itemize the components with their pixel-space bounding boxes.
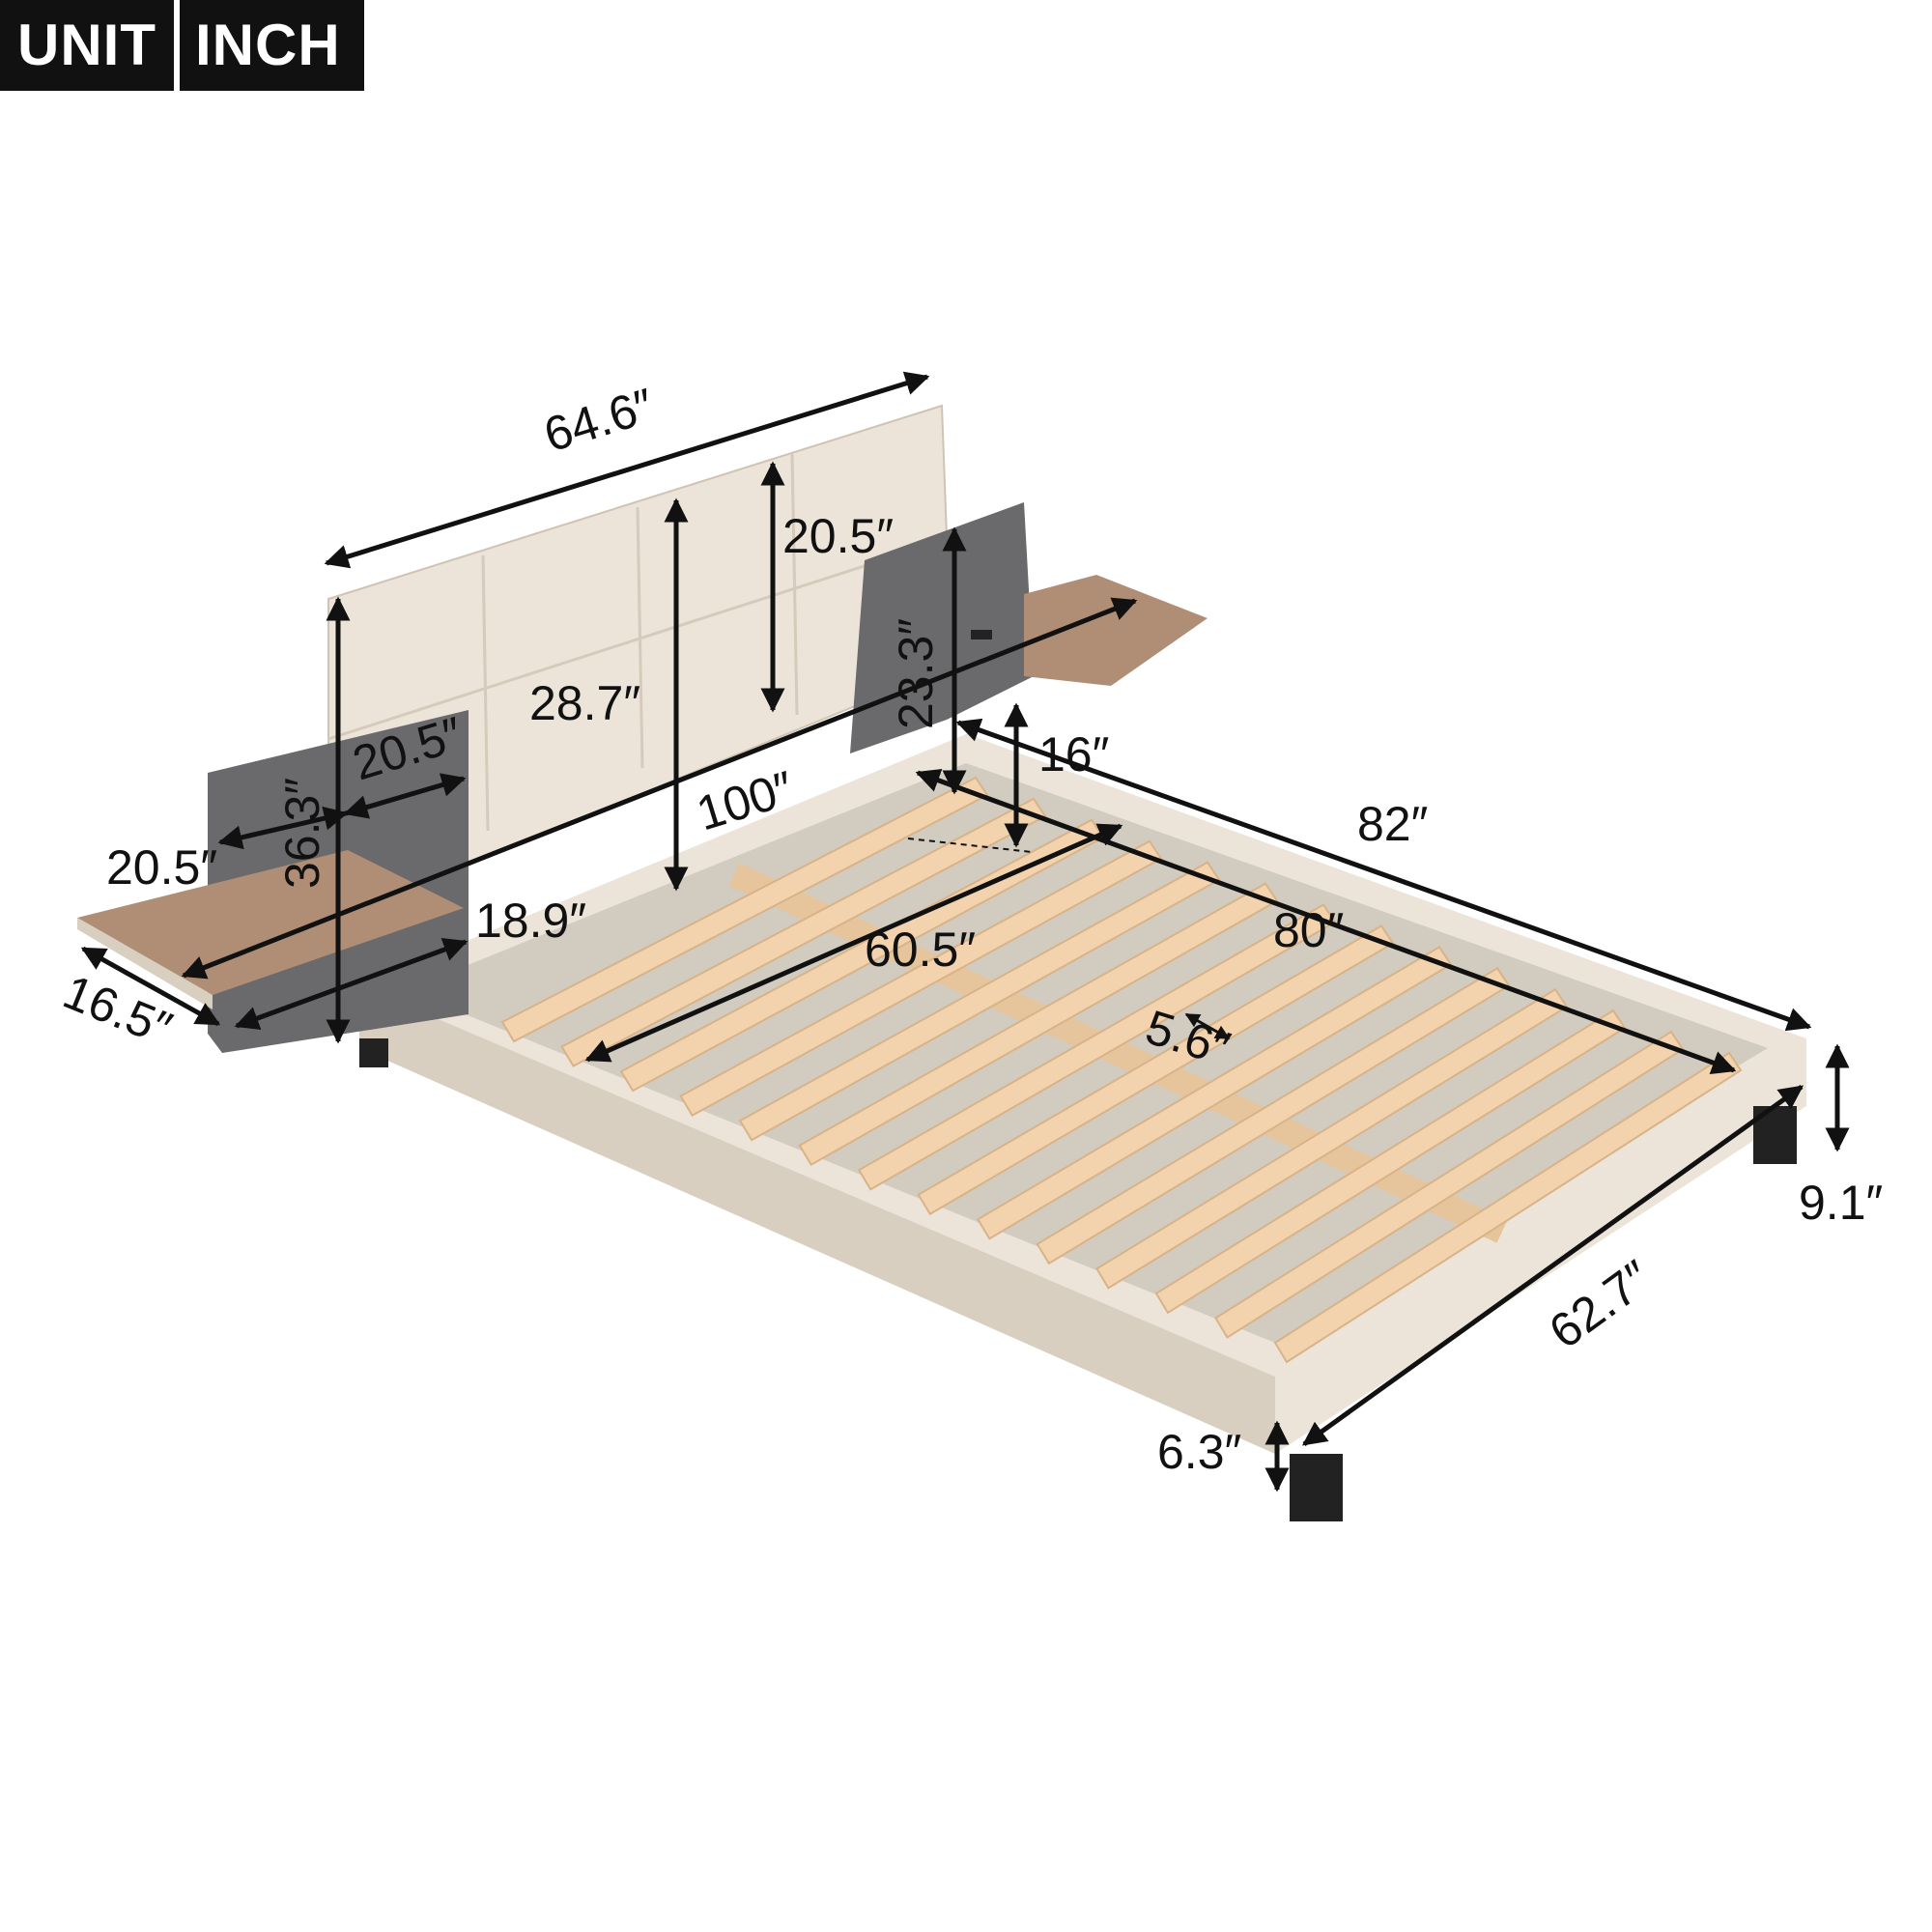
- label-mattress-width: 60.5″: [865, 923, 976, 977]
- arrow-shelf-width: [234, 938, 469, 1030]
- usb-port-icon: [971, 630, 992, 639]
- label-mattress-length: 80″: [1273, 903, 1344, 957]
- leg-front: [1290, 1454, 1343, 1521]
- label-headboard-panel-height: 20.5″: [782, 509, 894, 563]
- label-shelf-depth-left: 20.5″: [106, 840, 217, 895]
- label-side-panel-height-right: 23.3″: [889, 618, 943, 729]
- arrow-slat-gap: [1184, 1012, 1231, 1040]
- unit-value: INCH: [173, 0, 364, 91]
- label-rail-height: 6.3″: [1157, 1425, 1241, 1479]
- arrow-mattress-length: [915, 768, 1737, 1075]
- label-side-panel-height-left: 36.3″: [275, 778, 329, 889]
- right-shelf-top: [1024, 575, 1208, 686]
- unit-label: UNIT: [17, 13, 156, 77]
- leg-left: [359, 1038, 388, 1067]
- arrow-shelf-depth: [80, 946, 221, 1027]
- label-shelf-height: 16″: [1038, 727, 1109, 781]
- arrow-frame-width: [1301, 1084, 1804, 1447]
- unit-badge: UNIT INCH: [0, 0, 364, 91]
- label-headboard-width: 64.6″: [538, 378, 660, 462]
- dimension-arrows: [80, 371, 1850, 1492]
- arrow-total-width: [181, 597, 1138, 980]
- label-shelf-width: 18.9″: [475, 894, 586, 948]
- label-frame-height: 9.1″: [1799, 1176, 1883, 1230]
- label-overall-length: 82″: [1357, 797, 1428, 851]
- frame-side-rail: [359, 985, 1275, 1454]
- arrow-mattress-width: [584, 823, 1123, 1063]
- label-headboard-height: 28.7″: [529, 676, 640, 730]
- arrow-headboard-width: [324, 371, 930, 569]
